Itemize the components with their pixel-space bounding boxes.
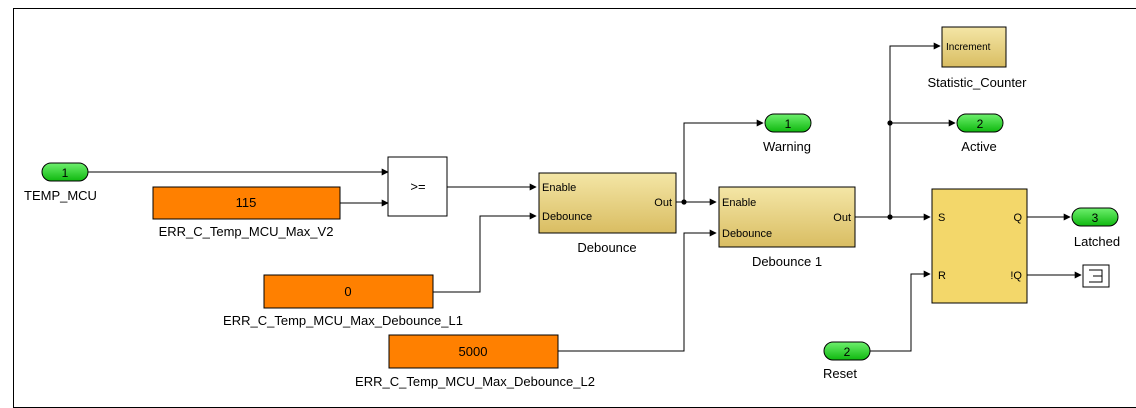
constant-debounce-l1[interactable]: 0 bbox=[263, 274, 434, 309]
outport-label: Warning bbox=[763, 139, 811, 154]
inport-number: 1 bbox=[62, 166, 69, 180]
simulink-diagram: 1 TEMP_MCU 115 ERR_C_Temp_MCU_Max_V2 >= … bbox=[24, 26, 1120, 389]
line-to-warning[interactable] bbox=[683, 119, 764, 202]
port-label-nq: !Q bbox=[1010, 270, 1022, 282]
subsystem-debounce[interactable]: Enable Debounce Out bbox=[538, 172, 677, 234]
branch-points bbox=[681, 120, 893, 220]
port-label-enable: Enable bbox=[542, 182, 576, 194]
port-label-increment: Increment bbox=[946, 42, 991, 53]
inport-reset[interactable]: 2 bbox=[823, 341, 871, 361]
inport-number: 2 bbox=[844, 345, 851, 359]
inport-label: Reset bbox=[823, 366, 857, 381]
port-label-out: Out bbox=[833, 212, 851, 224]
line-l1-to-debounce[interactable] bbox=[433, 212, 537, 293]
constant-label: ERR_C_Temp_MCU_Max_Debounce_L2 bbox=[355, 374, 595, 389]
sr-latch-block[interactable]: S R Q !Q bbox=[931, 188, 1028, 304]
constant-debounce-l2[interactable]: 5000 bbox=[388, 334, 559, 369]
outport-number: 2 bbox=[977, 117, 984, 131]
outport-number: 1 bbox=[785, 117, 792, 131]
subsystem-name: Debounce bbox=[577, 240, 636, 255]
branch-point bbox=[681, 199, 687, 205]
constant-value: 115 bbox=[236, 195, 257, 210]
port-label-s: S bbox=[938, 212, 945, 224]
relational-operator-block[interactable]: >= bbox=[387, 156, 448, 217]
outport-latched[interactable]: 3 bbox=[1071, 207, 1119, 227]
outport-label: Active bbox=[961, 139, 996, 154]
constant-label: ERR_C_Temp_MCU_Max_Debounce_L1 bbox=[223, 313, 463, 328]
port-label-q: Q bbox=[1013, 212, 1022, 224]
line-l2-to-debounce1[interactable] bbox=[558, 229, 717, 352]
port-label-out: Out bbox=[654, 197, 672, 209]
subsystem-debounce-1[interactable]: Enable Debounce Out bbox=[718, 186, 856, 248]
outport-number: 3 bbox=[1092, 211, 1099, 225]
port-label-r: R bbox=[938, 270, 946, 282]
subsystem-name: Statistic_Counter bbox=[928, 75, 1028, 90]
port-label-debounce: Debounce bbox=[542, 211, 592, 223]
subsystem-statistic-counter[interactable]: Increment bbox=[941, 26, 1007, 68]
port-label-enable: Enable bbox=[722, 197, 756, 209]
subsystem-name: Debounce 1 bbox=[752, 254, 822, 269]
branch-point bbox=[887, 120, 893, 126]
constant-max-v2[interactable]: 115 bbox=[152, 186, 341, 220]
inport-label: TEMP_MCU bbox=[24, 188, 97, 203]
outport-active[interactable]: 2 bbox=[956, 113, 1004, 133]
outport-label: Latched bbox=[1074, 234, 1120, 249]
inport-temp-mcu[interactable]: 1 bbox=[41, 162, 89, 182]
line-to-counter[interactable] bbox=[889, 42, 941, 217]
terminator-icon bbox=[1089, 269, 1103, 283]
constant-value: 0 bbox=[344, 284, 351, 299]
line-reset-to-latch[interactable] bbox=[870, 270, 931, 352]
port-label-debounce: Debounce bbox=[722, 228, 772, 240]
outport-warning[interactable]: 1 bbox=[764, 113, 812, 133]
constant-label: ERR_C_Temp_MCU_Max_V2 bbox=[159, 224, 334, 239]
terminator-block[interactable] bbox=[1082, 264, 1110, 288]
constant-value: 5000 bbox=[459, 344, 488, 359]
operator-symbol: >= bbox=[410, 179, 425, 194]
branch-point bbox=[887, 214, 893, 220]
